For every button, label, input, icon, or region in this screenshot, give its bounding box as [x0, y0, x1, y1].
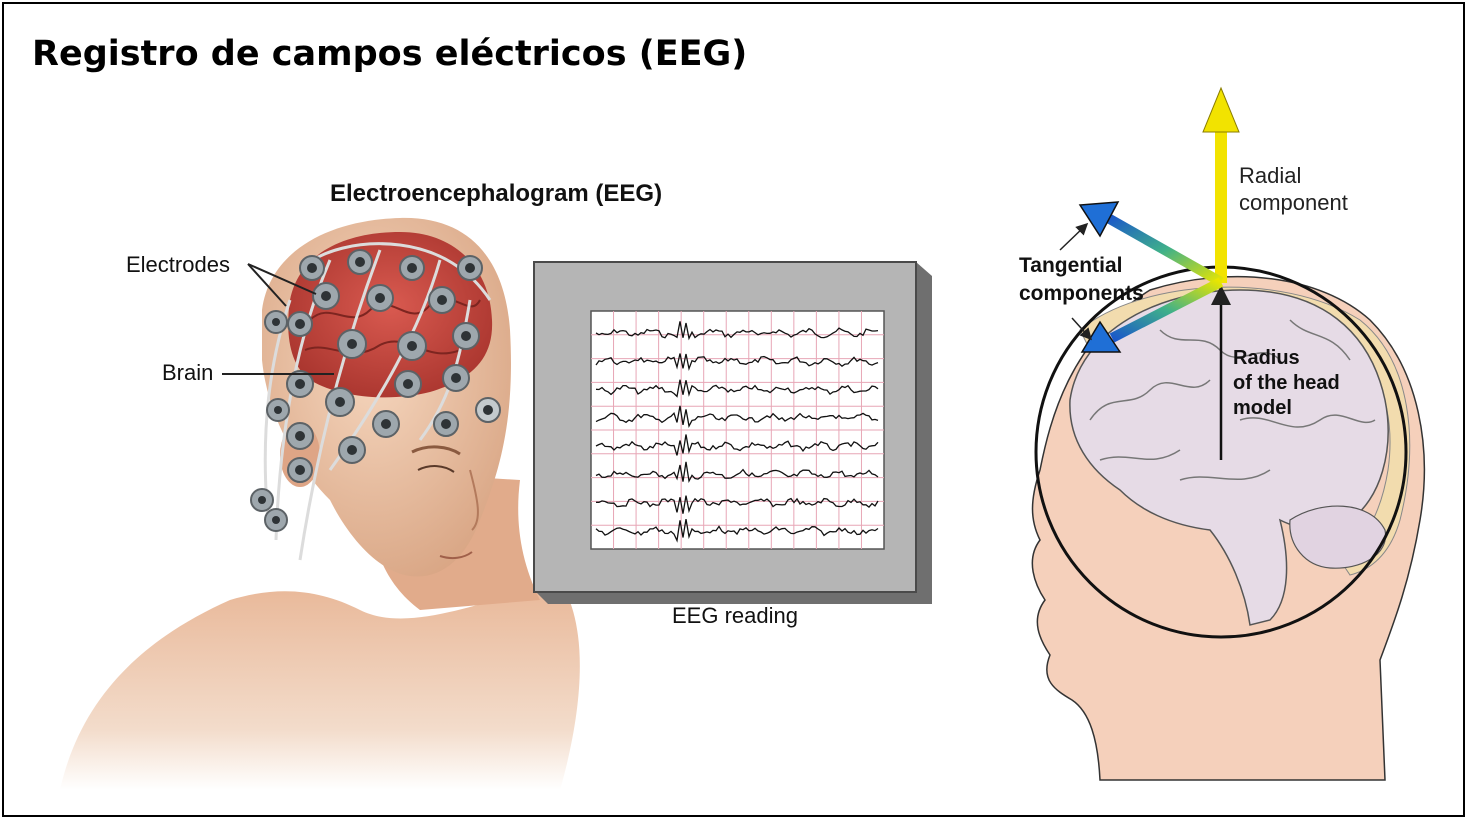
pointer-arrow — [1060, 225, 1086, 250]
electrode — [400, 256, 424, 280]
head-model-illustration — [1032, 88, 1424, 780]
radius-label: Radius of the head model — [1233, 346, 1340, 421]
radial-label-line1: Radial — [1239, 162, 1348, 189]
brain-label: Brain — [162, 360, 213, 386]
eeg-monitor — [534, 262, 932, 604]
patient-illustration — [60, 218, 580, 790]
radius-label-line2: of the head — [1233, 371, 1340, 396]
electrode — [476, 398, 500, 422]
electrode — [326, 388, 354, 416]
radial-label-line2: component — [1239, 189, 1348, 216]
electrodes-label: Electrodes — [126, 252, 230, 278]
electrode — [300, 256, 324, 280]
tangential-label-line1: Tangential — [1019, 252, 1144, 280]
electrode — [443, 365, 469, 391]
electrode — [265, 509, 287, 531]
patient-torso — [60, 589, 580, 790]
electrode — [288, 312, 312, 336]
electrode — [395, 371, 421, 397]
tangential-components-label: Tangential components — [1019, 252, 1144, 308]
electrode — [458, 256, 482, 280]
electrode — [434, 412, 458, 436]
electrode — [287, 423, 313, 449]
electrode — [267, 399, 289, 421]
electrode — [429, 287, 455, 313]
electrode — [313, 283, 339, 309]
eeg-reading-label: EEG reading — [672, 603, 798, 629]
electrode — [373, 411, 399, 437]
tangential-label-line2: components — [1019, 280, 1144, 308]
radial-arrow-head — [1203, 88, 1239, 132]
electrode — [453, 323, 479, 349]
electrode — [251, 489, 273, 511]
radial-component-label: Radial component — [1239, 162, 1348, 216]
electrode — [339, 437, 365, 463]
electrode — [367, 285, 393, 311]
electrode — [288, 458, 312, 482]
radius-label-line3: model — [1233, 396, 1340, 421]
radius-label-line1: Radius — [1233, 346, 1340, 371]
electrode — [398, 332, 426, 360]
electrode — [338, 330, 366, 358]
electrode — [348, 250, 372, 274]
electrode — [265, 311, 287, 333]
eeg-figure-title: Electroencephalogram (EEG) — [330, 180, 662, 208]
